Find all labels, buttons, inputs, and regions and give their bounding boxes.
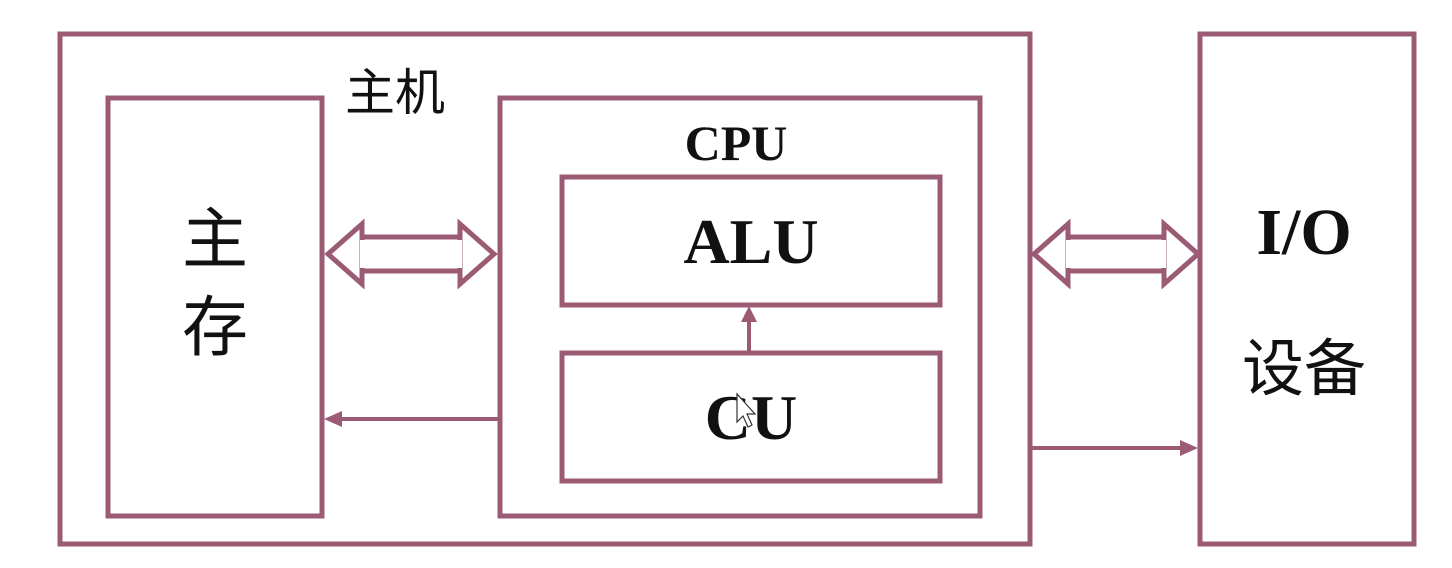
main-memory-label-line2: 存 [182, 289, 248, 366]
io-device-label-line2: 设备 [1242, 332, 1366, 405]
cu-to-alu-arrowhead [741, 306, 757, 322]
cpu-to-memory-arrowhead [324, 411, 342, 427]
alu-label: ALU [683, 206, 818, 277]
alu-box [559, 174, 943, 308]
host-to-io-arrowhead [1180, 440, 1198, 456]
cu-label: CU [705, 382, 797, 453]
host-box [57, 31, 1033, 547]
io-device-box [1197, 31, 1417, 547]
mouse-pointer-icon [736, 392, 757, 428]
io-device-label-line1: I/O [1256, 196, 1351, 269]
cpu-box [497, 95, 983, 519]
host-label: 主机 [345, 64, 445, 122]
main-memory-box [105, 95, 325, 519]
host-io-bus-arrow [1030, 218, 1202, 290]
memory-cpu-bus-arrow [324, 218, 498, 290]
cpu-label: CPU [685, 115, 788, 171]
main-memory-label-line1: 主 [182, 201, 248, 278]
